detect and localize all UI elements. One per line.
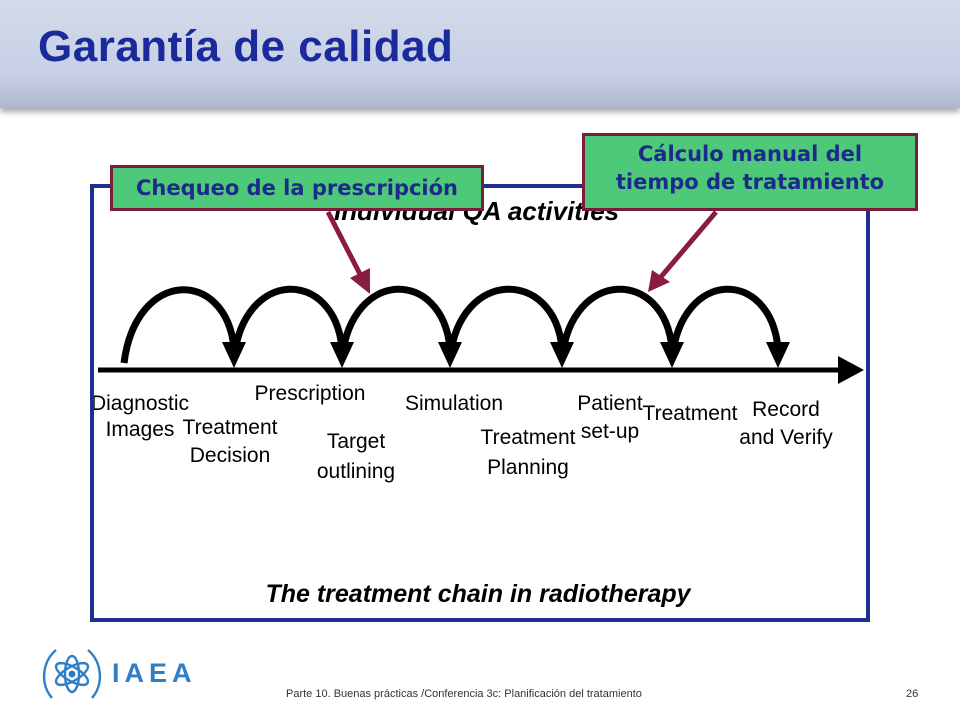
diagram-caption: The treatment chain in radiotherapy — [265, 580, 691, 608]
process-arcs — [120, 285, 782, 364]
step-label: Target — [327, 430, 386, 453]
arc-arrowhead-1 — [222, 342, 246, 368]
arc-arrowhead-3 — [438, 342, 462, 368]
step-label: Treatment — [183, 416, 278, 439]
callout-prescription-check: Chequeo de la prescripción — [110, 165, 484, 211]
iaea-logo-icon — [43, 649, 101, 699]
arc-arrowhead-6 — [766, 342, 790, 368]
arc-arrowhead-2 — [330, 342, 354, 368]
step-label: Treatment — [481, 426, 576, 449]
slide-title: Garantía de calidad — [38, 22, 454, 71]
callout-text-line2: tiempo de tratamiento — [615, 170, 885, 194]
arc-2 — [230, 285, 346, 359]
step-label: Images — [106, 418, 175, 441]
step-label: Treatment — [643, 402, 738, 425]
arc-5 — [558, 285, 676, 359]
step-label: Prescription — [255, 382, 366, 405]
step-label: Simulation — [405, 392, 503, 415]
timeline-arrowhead — [838, 356, 864, 384]
footer-caption: Parte 10. Buenas prácticas /Conferencia … — [286, 688, 642, 700]
page-number: 26 — [906, 688, 919, 700]
iaea-logo-text: IAEA — [112, 658, 197, 688]
callout-text-line1: Cálculo manual del — [637, 142, 863, 166]
step-label: set-up — [581, 420, 639, 443]
treatment-chain-diagram: Individual QA activities Diagnostic Imag… — [91, 196, 864, 608]
arc-4 — [446, 285, 566, 359]
arc-arrowhead-5 — [660, 342, 684, 368]
arc-1 — [120, 286, 238, 364]
step-label: Planning — [487, 456, 569, 479]
step-label: and Verify — [739, 426, 833, 449]
treatment-chain-figure: Individual QA activities Diagnostic Imag… — [90, 184, 870, 622]
arc-arrowheads — [222, 342, 790, 368]
step-label: Record — [752, 398, 820, 421]
step-label: Decision — [190, 444, 271, 467]
arc-3 — [338, 285, 454, 359]
callout-text: Chequeo de la prescripción — [135, 176, 459, 200]
arc-6 — [668, 285, 782, 359]
step-label: outlining — [317, 460, 395, 483]
step-label: Patient — [577, 392, 643, 415]
arc-arrowhead-4 — [550, 342, 574, 368]
step-label: Diagnostic — [94, 392, 189, 415]
title-bar — [0, 0, 960, 108]
callout-manual-calculation: Cálculo manual del tiempo de tratamiento — [582, 133, 918, 211]
